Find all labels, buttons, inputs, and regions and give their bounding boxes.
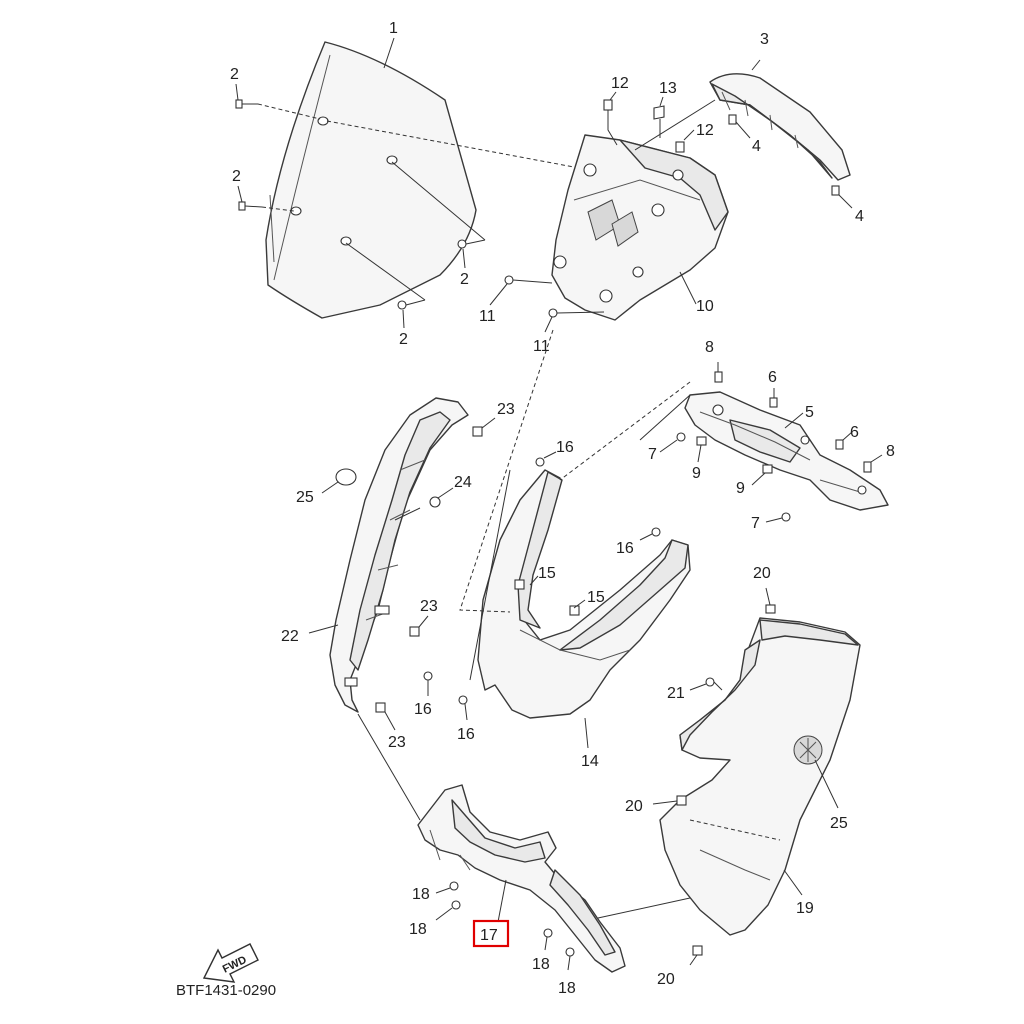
screw-8-b[interactable] <box>863 454 883 473</box>
screw-7-group[interactable] <box>659 432 791 523</box>
callout-23-b: 23 <box>420 598 438 615</box>
side-panel-part-22[interactable] <box>329 397 469 713</box>
callout-22: 22 <box>281 628 299 645</box>
screw-11-b[interactable] <box>544 308 605 333</box>
front-cowl-part-14[interactable] <box>477 469 691 719</box>
callout-18-a: 18 <box>412 886 430 903</box>
callout-3: 3 <box>760 31 769 48</box>
nut-6-group[interactable] <box>769 388 853 450</box>
windshield-part[interactable] <box>265 41 477 319</box>
callout-2-c: 2 <box>460 271 469 288</box>
callout-16-b: 16 <box>616 540 634 557</box>
bolt-4-group[interactable] <box>728 114 853 209</box>
screw-2-group[interactable] <box>235 99 486 310</box>
diagram-code: BTF1431-0290 <box>176 982 276 999</box>
washer-25-a[interactable] <box>321 468 357 494</box>
callout-16-d: 16 <box>457 726 475 743</box>
callout-6-a: 6 <box>768 369 777 386</box>
callout-16-c: 16 <box>414 701 432 718</box>
clip-24[interactable] <box>429 487 454 508</box>
callout-12-a: 12 <box>611 75 629 92</box>
callout-9-b: 9 <box>736 480 745 497</box>
callout-2-d: 2 <box>399 331 408 348</box>
side-panel-part-19[interactable] <box>659 617 861 936</box>
callout-23-c: 23 <box>388 734 406 751</box>
callout-15-b: 15 <box>587 589 605 606</box>
callout-14: 14 <box>581 753 599 770</box>
callout-19: 19 <box>796 900 814 917</box>
callout-20-a: 20 <box>753 565 771 582</box>
screw-8-a[interactable] <box>714 362 723 383</box>
nut-12-b[interactable] <box>675 129 695 153</box>
callout-20-b: 20 <box>625 798 643 815</box>
callout-1: 1 <box>389 20 398 37</box>
clip-20-group[interactable] <box>652 587 776 966</box>
callout-8-b: 8 <box>886 443 895 460</box>
callout-18-b: 18 <box>409 921 427 938</box>
callout-10: 10 <box>696 298 714 315</box>
screw-11-a[interactable] <box>489 275 553 306</box>
callout-5: 5 <box>805 404 814 421</box>
callout-18-d: 18 <box>558 980 576 997</box>
highlight-box-17 <box>472 919 510 948</box>
visor-part-3[interactable] <box>709 73 851 181</box>
callout-25-b: 25 <box>830 815 848 832</box>
meter-bracket-part[interactable] <box>551 134 729 321</box>
callout-labels: 1 2 2 2 2 3 4 4 5 6 6 7 7 8 8 9 9 10 11 … <box>230 20 895 997</box>
callout-15-a: 15 <box>538 565 556 582</box>
callout-4-a: 4 <box>752 138 761 155</box>
callout-6-b: 6 <box>850 424 859 441</box>
callout-11-a: 11 <box>479 308 496 325</box>
callout-24: 24 <box>454 474 472 491</box>
callout-4-b: 4 <box>855 208 864 225</box>
callout-7-b: 7 <box>751 515 760 532</box>
callout-8-a: 8 <box>705 339 714 356</box>
callout-18-c: 18 <box>532 956 550 973</box>
callout-16-a: 16 <box>556 439 574 456</box>
inner-panel-part-17[interactable] <box>417 784 626 973</box>
callout-25-a: 25 <box>296 489 314 506</box>
screw-18-group[interactable] <box>435 881 575 971</box>
fwd-direction-indicator: FWD <box>202 943 259 983</box>
screw-16-group[interactable] <box>423 451 661 721</box>
callout-17: 17 <box>480 927 498 944</box>
fwd-arrow-icon <box>202 943 259 983</box>
callout-7-a: 7 <box>648 446 657 463</box>
screw-21[interactable] <box>689 677 723 691</box>
bracket-part-5[interactable] <box>684 391 889 511</box>
callout-9-a: 9 <box>692 465 701 482</box>
nut-23-group[interactable] <box>375 417 496 731</box>
callout-20-c: 20 <box>657 971 675 988</box>
callout-2-b: 2 <box>232 168 241 185</box>
callout-12-b: 12 <box>696 122 714 139</box>
callout-21: 21 <box>667 685 685 702</box>
callout-23-a: 23 <box>497 401 515 418</box>
clip-9-group[interactable] <box>696 436 773 486</box>
callout-13: 13 <box>659 80 677 97</box>
callout-11-b: 11 <box>533 338 550 355</box>
callout-2-a: 2 <box>230 66 239 83</box>
nut-12-a[interactable] <box>603 99 618 146</box>
